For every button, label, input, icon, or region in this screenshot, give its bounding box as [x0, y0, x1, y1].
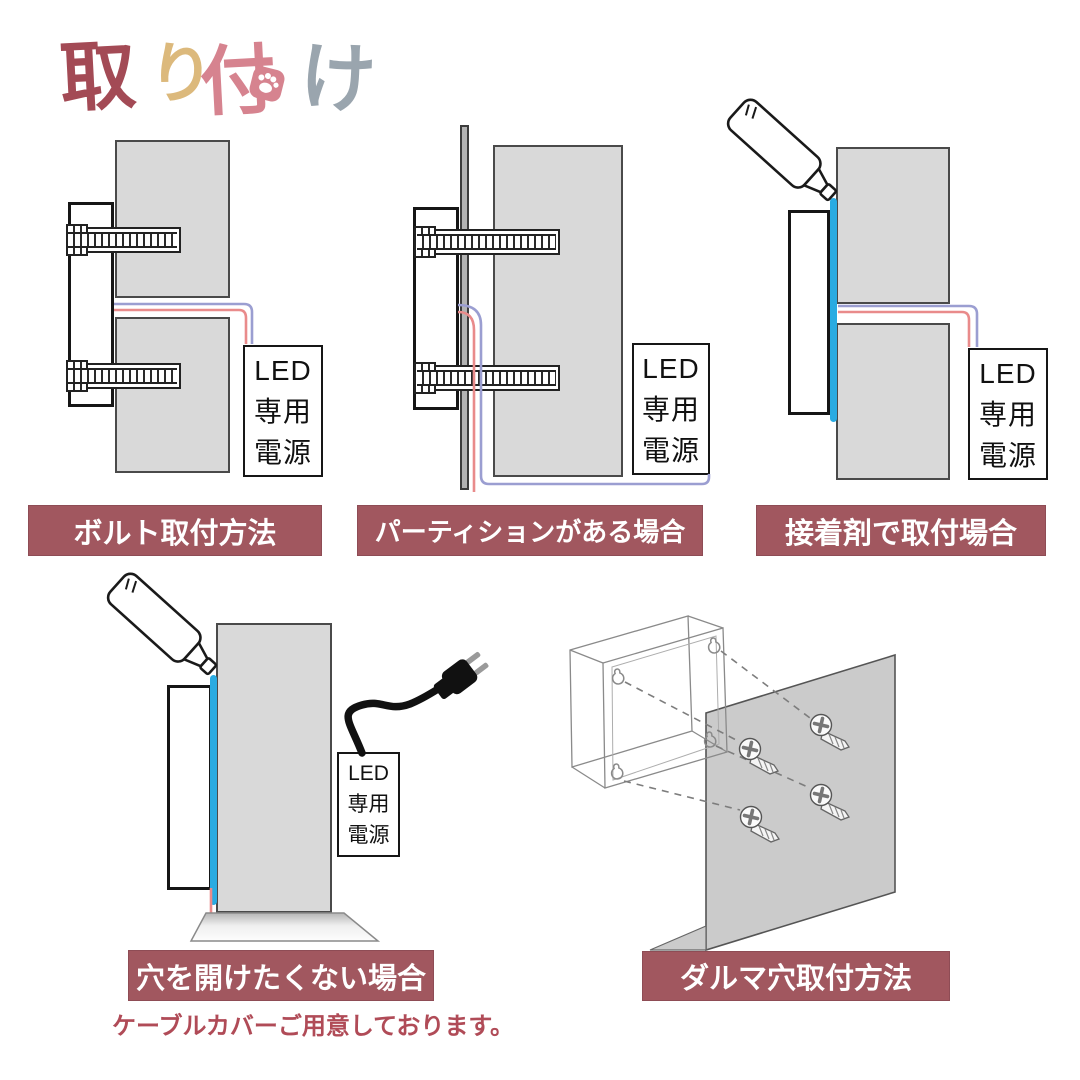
led-power-line: LED — [642, 352, 700, 384]
led-power-box: LED 専用 電源 — [632, 343, 710, 475]
keyhole-icon — [610, 667, 626, 686]
led-power-line: 専用 — [641, 393, 700, 425]
led-power-line: LED — [348, 762, 389, 785]
led-power-box: LED 専用 電源 — [243, 345, 323, 477]
keyhole-icon — [706, 636, 722, 655]
screw-icon — [737, 736, 780, 776]
partition-panel — [460, 125, 469, 490]
adhesive-strip — [830, 198, 837, 422]
cable-cover-note: ケーブルカバーご用意しております。 — [112, 1013, 514, 1040]
wall-upper — [115, 140, 230, 298]
wall-lower — [115, 317, 230, 473]
led-power-line: 電源 — [641, 434, 700, 466]
led-power-line: 電源 — [253, 436, 312, 468]
power-cord — [344, 685, 442, 757]
threaded-bolt — [68, 368, 177, 384]
caption-keyhole-mount: ダルマ穴取付方法 — [642, 951, 950, 1001]
led-power-line: 専用 — [978, 398, 1037, 430]
power-plug-icon — [433, 651, 489, 700]
wall-upper — [836, 147, 950, 304]
adhesive-strip — [210, 675, 217, 905]
glue-tube-icon — [103, 568, 227, 686]
led-power-line: 電源 — [347, 824, 390, 847]
screw-icon — [808, 782, 851, 822]
wall — [493, 145, 623, 477]
wall-lower — [836, 323, 950, 480]
led-power-line: LED — [979, 357, 1037, 389]
led-power-line: LED — [254, 354, 312, 386]
title-char-4: け — [298, 35, 378, 124]
caption-no-holes-mount: 穴を開けたくない場合 — [128, 950, 434, 1001]
sign-body — [788, 210, 830, 415]
led-power-box: LED 専用 電源 — [337, 752, 400, 857]
screw-icon — [738, 804, 781, 844]
keyhole-icon — [702, 730, 718, 749]
threaded-bolt — [417, 234, 556, 250]
led-power-line: 専用 — [253, 395, 312, 427]
wall — [216, 623, 332, 913]
sign-box-wireframe — [569, 615, 728, 789]
keyhole-icon — [609, 762, 625, 781]
paw-print-icon — [247, 64, 287, 104]
alignment-dashes — [623, 650, 811, 811]
caption-bolt-mount: ボルト取付方法 — [28, 505, 322, 556]
threaded-bolt — [417, 370, 556, 386]
threaded-bolt — [68, 232, 177, 248]
caption-adhesive-mount: 接着剤で取付場合 — [756, 505, 1046, 556]
screw-icon — [808, 712, 851, 752]
baseboard — [189, 912, 381, 942]
led-power-box: LED 専用 電源 — [968, 348, 1048, 480]
glue-tube-icon — [723, 94, 847, 212]
wall-panel-edge — [649, 925, 707, 951]
title-char-1: 取 — [57, 33, 139, 122]
led-power-line: 専用 — [347, 793, 390, 816]
caption-partition-mount: パーティションがある場合 — [357, 505, 703, 556]
wall-panel — [705, 653, 896, 952]
diagram-keyhole-mount — [569, 615, 896, 952]
sign-body — [167, 685, 212, 890]
led-power-line: 電源 — [978, 439, 1037, 471]
power-cord-and-plug — [344, 651, 489, 757]
